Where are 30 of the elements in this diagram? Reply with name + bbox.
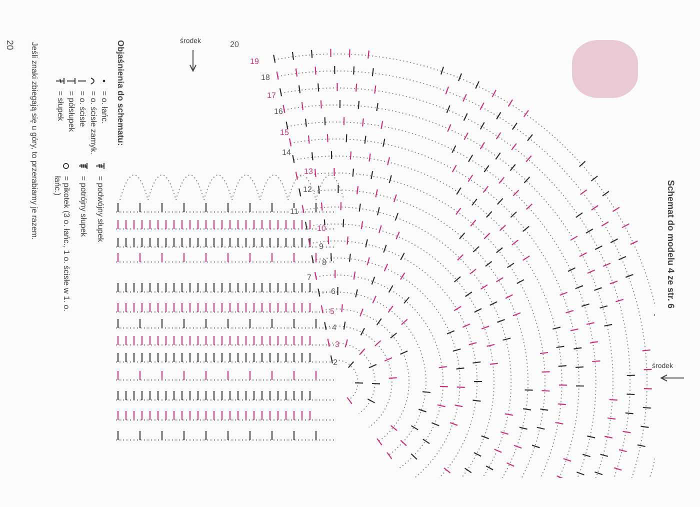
row-number: 2: [333, 359, 338, 367]
row-number: 17: [267, 92, 276, 100]
page-number: 20: [4, 40, 15, 50]
legend-text: = słupek: [56, 91, 65, 122]
row-number: 5: [330, 308, 334, 316]
legend-text: = potrójny słupek: [78, 176, 88, 237]
row-number: 11: [290, 208, 298, 216]
note-text: Jeśli znaki zbiegają się u góry, to przerabiamy je razem.: [30, 42, 39, 240]
legend-text: = o. ścisłe zamyk.: [88, 91, 98, 154]
row-number: 20: [230, 41, 239, 49]
legend-text: = o. łańc.: [100, 91, 109, 124]
legend-text: = półsłupek: [66, 91, 76, 132]
row-number: 9: [319, 243, 324, 251]
legend-text: = podwójny słupek: [96, 176, 105, 242]
row-number: 12: [303, 186, 312, 194]
legend-text: = o. ścisłe: [78, 91, 87, 127]
row-number: 15: [280, 129, 289, 137]
row-number: 16: [274, 108, 283, 116]
row-number: 3: [335, 341, 340, 349]
row-number: 4: [332, 324, 336, 332]
row-number: 18: [261, 74, 270, 82]
row-number: 14: [282, 149, 291, 157]
row-number: 8: [322, 259, 326, 267]
legend-text: = pikotek (3 o. łańc., 1 o. ścisłe w 1. o. łańc.): [52, 176, 71, 314]
legend-heading: Objaśnienia do schematu:: [115, 40, 125, 146]
row-number: 6: [331, 288, 336, 296]
row-number: 13: [304, 168, 313, 176]
row-number: 19: [250, 58, 259, 66]
row-number: 10: [317, 225, 326, 233]
row-number: 7: [307, 274, 312, 282]
